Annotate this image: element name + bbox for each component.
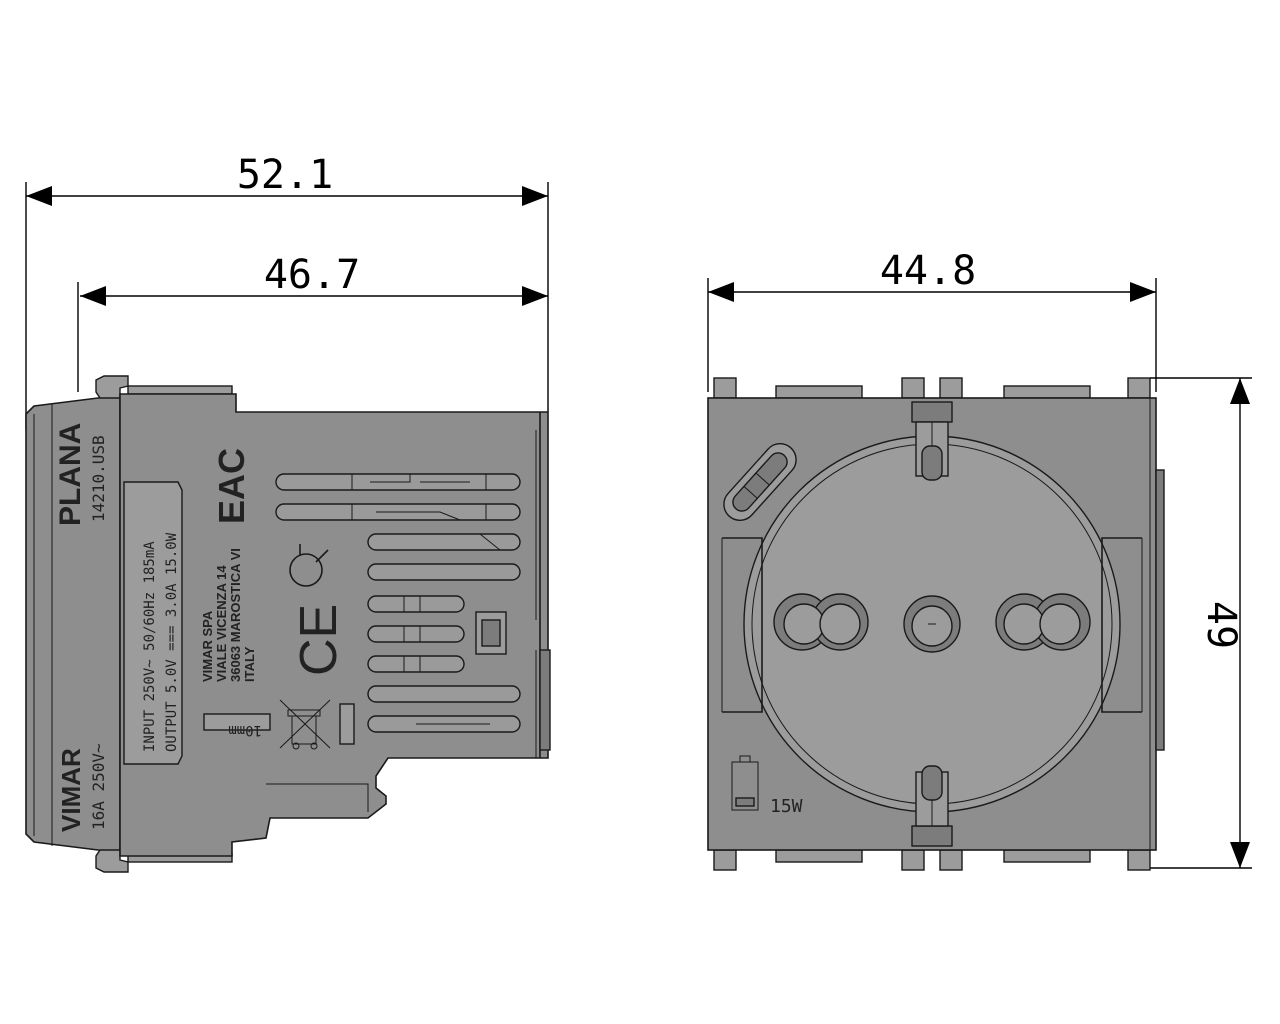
current-rating: 16A 250V~ [89, 743, 108, 830]
socket-hole-right [995, 593, 1091, 651]
usb-port-icon [723, 443, 797, 521]
strip-gauge [203, 713, 271, 731]
brand-bottom: VIMAR [56, 748, 86, 832]
side-clip-top [95, 375, 129, 399]
side-view: EAC CE [25, 375, 551, 873]
dimension-side-body: 46.7 [77, 252, 548, 392]
side-label-panel [123, 481, 183, 765]
maker-line-4: ITALY [242, 646, 257, 682]
front-view: 15W [707, 377, 1165, 871]
ce-mark-text: CE [290, 604, 348, 676]
side-vent-slots [275, 473, 521, 733]
bottom-latch [911, 765, 953, 847]
socket-hole-left [773, 593, 869, 651]
dimension-side-total: 52.1 [25, 152, 549, 430]
dimension-front-width-label: 44.8 [880, 248, 976, 294]
maker-line-2: VIALE VICENZA 14 [214, 565, 229, 682]
imq-mark-icon [289, 544, 329, 587]
eac-mark-text: EAC [211, 448, 252, 524]
maker-line-1: VIMAR SPA [200, 610, 215, 682]
dimension-side-total-label: 52.1 [237, 152, 333, 198]
dimension-side-body-label: 46.7 [264, 252, 360, 298]
strip-gauge-label: 10mm [228, 722, 262, 738]
top-latch [911, 401, 953, 481]
dimension-front-width: 44.8 [707, 248, 1157, 392]
socket-hole-center [903, 595, 961, 653]
battery-icon [731, 755, 759, 811]
ce-mark-icon: CE [290, 604, 348, 676]
dimension-front-height: 49 [1150, 377, 1252, 869]
side-view-labels: PLANA 14210.USB VIMAR 16A 250V~ INPUT 25… [54, 423, 262, 832]
output-spec: OUTPUT 5.0V === 3.0A 15.0W [164, 532, 180, 752]
eac-mark-icon: EAC [211, 448, 252, 524]
maker-line-3: 36063 MAROSTICA VI [228, 548, 243, 682]
input-spec: INPUT 250V~ 50/60Hz 185mA [142, 541, 158, 752]
model-number: 14210.USB [89, 435, 108, 522]
power-label: 15W [770, 796, 803, 817]
brand-top: PLANA [54, 423, 87, 526]
weee-bin-icon [279, 699, 331, 750]
dimension-front-height-label: 49 [1198, 601, 1244, 649]
